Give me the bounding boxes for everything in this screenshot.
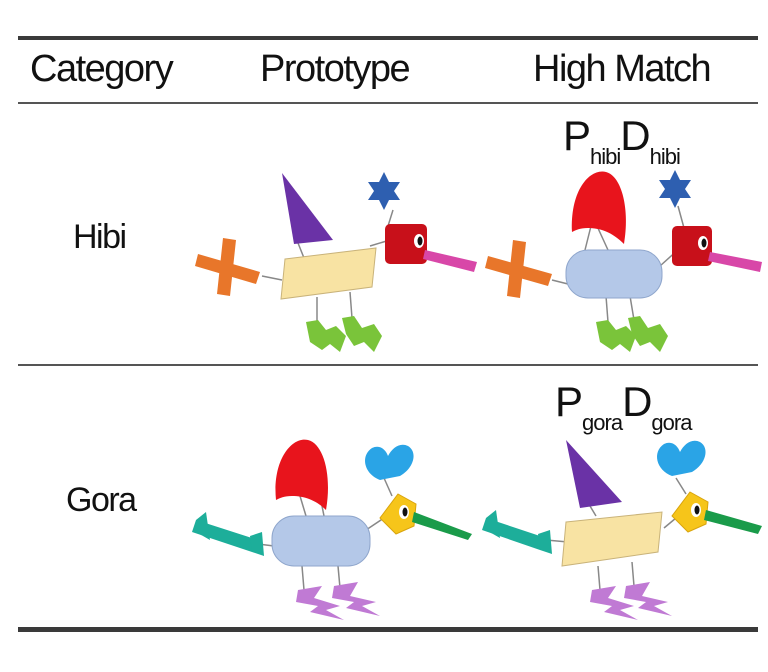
formula-gora: PgoraDgora: [555, 378, 692, 435]
hibi-prototype-creature: [195, 172, 477, 352]
cyan-heart: [657, 440, 706, 476]
pink-beak: [708, 252, 762, 272]
blue-rounded-body: [565, 249, 663, 299]
purple-triangle-hat: [282, 173, 333, 244]
column-header-high-match: High Match: [533, 48, 712, 90]
blue-star: [368, 172, 400, 210]
table-bottom-rule: [18, 627, 758, 632]
blue-star: [659, 170, 691, 208]
tan-parallelogram-body: [280, 247, 377, 300]
teal-tail: [482, 510, 552, 554]
red-square-head: [385, 224, 427, 264]
table-top-rule: [18, 36, 758, 40]
column-header-prototype: Prototype: [260, 48, 411, 90]
green-beak: [704, 510, 762, 534]
pink-beak: [423, 250, 477, 272]
gora-prototype-creature: [192, 439, 472, 620]
gora-high-match-creature: [482, 440, 762, 620]
purple-triangle-hat: [566, 440, 622, 508]
cyan-heart: [365, 444, 414, 480]
orange-cross-tail: [195, 238, 260, 296]
yellow-pentagon-head: [671, 491, 709, 533]
hibi-high-match-creature: [485, 170, 762, 352]
orange-cross-tail: [485, 240, 552, 298]
red-square-head: [672, 226, 712, 266]
row-divider: [18, 364, 758, 366]
red-arch-hat: [275, 439, 328, 510]
tan-parallelogram-body: [561, 511, 663, 567]
teal-tail: [192, 512, 264, 556]
row-label-gora: Gora: [66, 481, 137, 519]
row-label-hibi: Hibi: [73, 218, 127, 256]
blue-rounded-body: [271, 515, 371, 567]
green-beak: [412, 512, 472, 540]
red-arch-hat: [571, 171, 626, 244]
header-divider: [18, 102, 758, 104]
yellow-pentagon-head: [379, 493, 417, 535]
formula-hibi: PhibiDhibi: [563, 112, 681, 169]
column-header-category: Category: [30, 48, 174, 90]
